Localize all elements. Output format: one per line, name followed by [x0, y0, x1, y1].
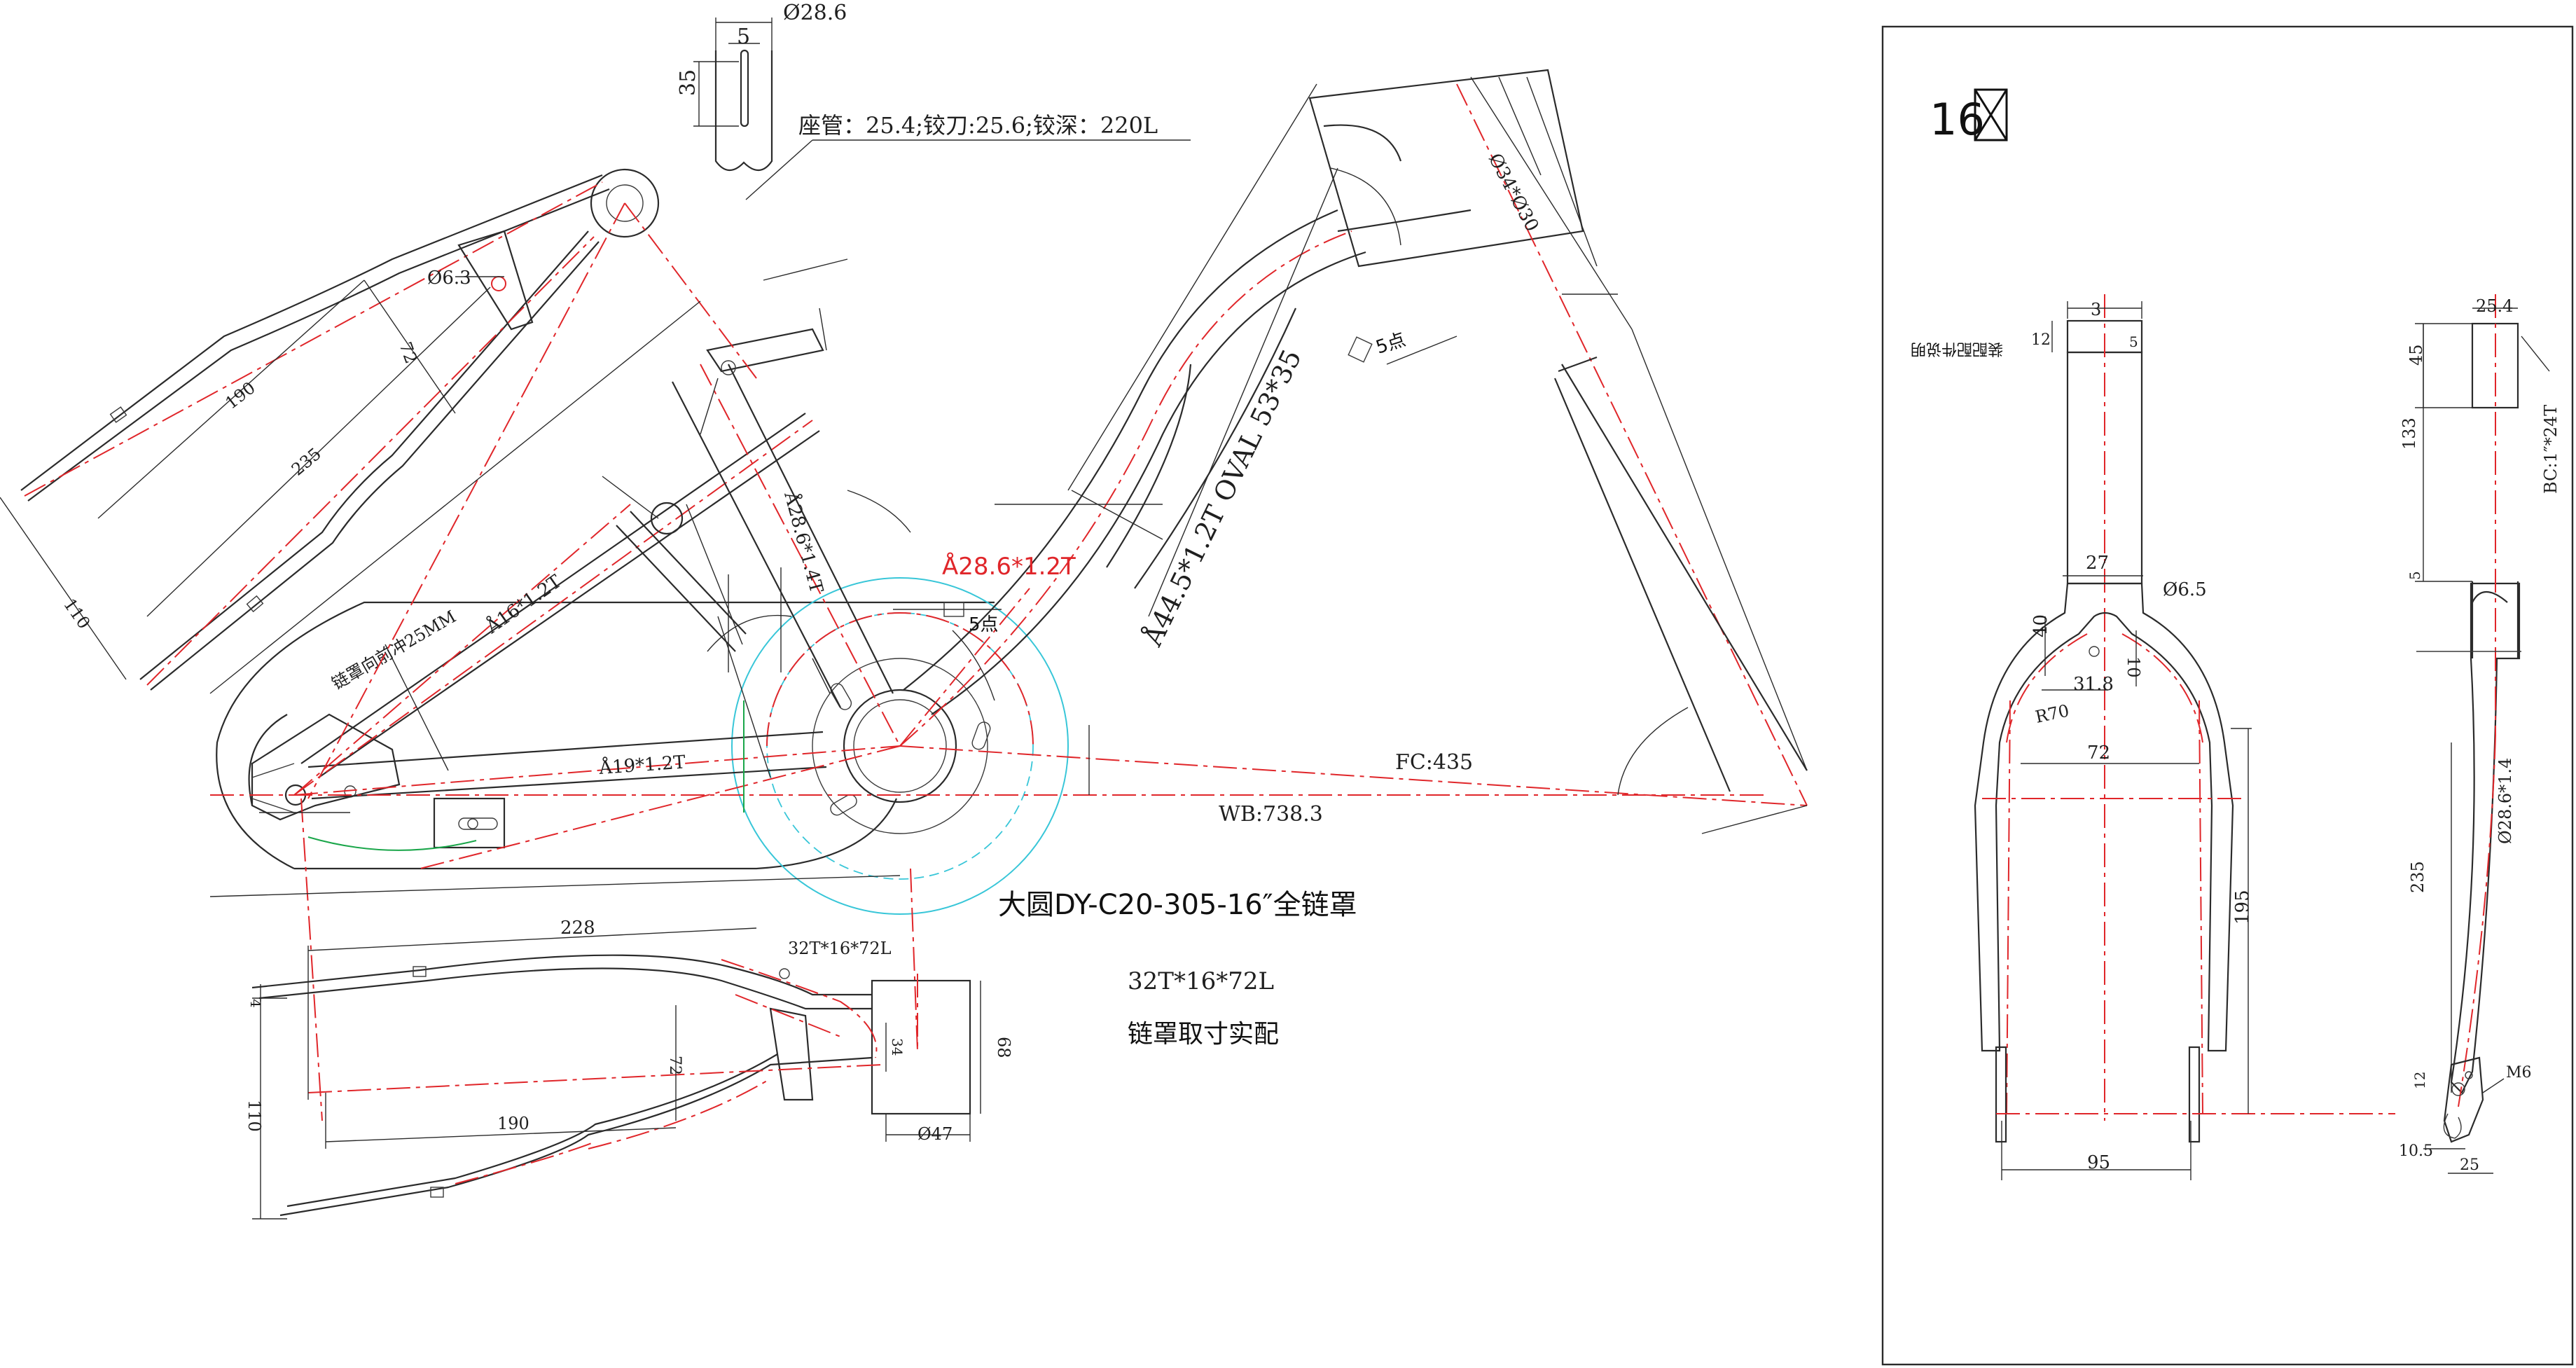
label-fork-front-d-3: 3 — [2091, 300, 2101, 319]
main-frame — [210, 69, 1808, 1121]
label-frame-fc: FC:435 — [1395, 750, 1473, 775]
label-fork-side-d-25-4: 25.4 — [2476, 296, 2513, 316]
label-lower-stay-d-68: 68 — [994, 1037, 1013, 1058]
label-rear-stay-d-235: 235 — [288, 444, 325, 480]
label-frame-down-tube: Å44.5*1.2T OVAL 53*35 — [1137, 345, 1308, 651]
label-fork-side-bc: BC:1″*24T — [2541, 405, 2561, 494]
label-fork-side-d-12: 12 — [2411, 1072, 2428, 1089]
label-lower-stay-d-72: 72 — [666, 1056, 684, 1075]
label-seat-detail-note: 座管：25.4;铰刀:25.6;铰深：220L — [798, 112, 1158, 139]
label-frame-point-label-b: 5点 — [969, 614, 999, 635]
label-fork-front-d-72: 72 — [2087, 742, 2110, 764]
label-fork-side-d-m6: M6 — [2506, 1064, 2532, 1082]
label-rear-stay-d-190: 190 — [221, 378, 258, 413]
label-fork-side-d-10-5: 10.5 — [2399, 1142, 2433, 1160]
label-lower-stay-d-190: 190 — [497, 1114, 529, 1133]
label-fork-side-d-235: 235 — [2408, 861, 2428, 893]
label-fork-side-d-5: 5 — [2407, 571, 2423, 580]
chain-fit-note: 链罩取寸实配 — [1128, 1020, 1279, 1049]
label-frame-seat-tube: Å28.6*1.2T — [942, 552, 1076, 581]
spec-note: 32T*16*72L — [1128, 967, 1274, 995]
label-fork-side-d-45: 45 — [2407, 344, 2426, 366]
label-fork-front-d-27: 27 — [2086, 553, 2109, 574]
main-frame-dimensions — [209, 76, 1808, 897]
label-lower-stay-d-47: Ø47 — [917, 1124, 953, 1144]
label-fork-front-r70: R70 — [2033, 700, 2070, 726]
label-fork-front-d-31-8: 31.8 — [2073, 674, 2114, 695]
seat-tube-detail — [693, 18, 1191, 200]
lower-stay-detail — [251, 927, 981, 1220]
size-checkbox — [1974, 88, 2008, 141]
chainguard-title: 大圆DY-C20-305-16″全链罩 — [998, 889, 1357, 921]
label-seat-detail-h: 35 — [676, 69, 700, 96]
label-fork-side-d-25: 25 — [2460, 1156, 2479, 1174]
label-frame-point-label-a: 5点 — [1373, 329, 1408, 359]
label-rear-stay-d-6-3: Ø6.3 — [427, 268, 471, 289]
label-fork-front-side-note: 装配配件说明 — [1911, 340, 2003, 357]
label-seat-detail-w: 5 — [737, 25, 750, 49]
label-frame-wb: WB:738.3 — [1219, 802, 1323, 827]
label-fork-front-d-10: 10 — [2124, 656, 2143, 678]
label-fork-front-d-40: 40 — [2030, 614, 2051, 637]
label-rear-stay-d-110: 110 — [60, 595, 94, 633]
label-frame-seat-stay-tube: Å16*1.2T — [481, 569, 566, 638]
label-fork-front-d-195: 195 — [2232, 890, 2253, 925]
fork-panel-border — [1881, 25, 2574, 1366]
label-fork-front-d-12: 12 — [2031, 331, 2051, 349]
chainring — [731, 577, 1069, 915]
label-frame-chain-stay-tube: Å19*1.2T — [597, 750, 686, 779]
label-lower-stay-spec-small: 32T*16*72L — [788, 939, 892, 958]
label-lower-stay-d-228: 228 — [560, 918, 595, 939]
label-lower-stay-d-34: 34 — [889, 1038, 906, 1056]
fork-side-view — [2415, 294, 2550, 1174]
label-lower-stay-d-4: 4 — [247, 999, 264, 1008]
label-lower-stay-d-110: 110 — [244, 1100, 264, 1132]
label-rear-stay-d-72: 72 — [395, 339, 421, 366]
label-seat-detail-d-top: Ø28.6 — [783, 1, 847, 25]
fork-front-view — [1974, 294, 2395, 1180]
label-fork-front-d-5: 5 — [2129, 333, 2138, 350]
label-frame-top-seat-tube: Å28.6*1.4T — [780, 489, 829, 596]
label-fork-front-d-95: 95 — [2087, 1152, 2110, 1173]
rear-stay-detail — [0, 168, 757, 799]
label-fork-front-d-6-5: Ø6.5 — [2163, 579, 2207, 600]
label-frame-chain-note: 链罩向前冲25MM — [328, 607, 459, 693]
label-fork-side-d-28-6: Ø28.6*1.4 — [2495, 758, 2515, 844]
label-frame-head-tube: Ø34*Ø30 — [1484, 150, 1543, 235]
label-fork-side-d-133: 133 — [2400, 417, 2419, 450]
